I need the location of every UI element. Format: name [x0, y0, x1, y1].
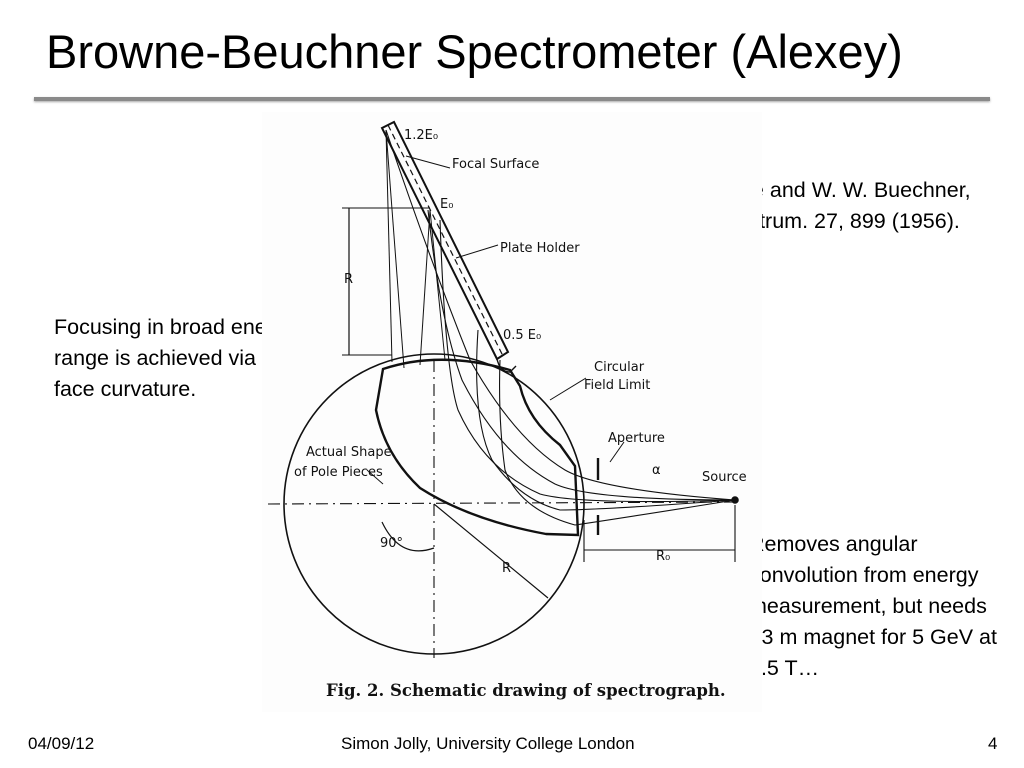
focusing-note: Focusing in broad energy range is achiev… [54, 315, 303, 401]
label-actual-shape: Actual Shape [306, 445, 392, 460]
plate-holder [380, 120, 510, 361]
label-aperture: Aperture [608, 431, 665, 446]
footer-page-number: 4 [988, 734, 998, 753]
label-90-degrees: 90° [380, 536, 403, 551]
label-0-5-e0: 0.5 E₀ [503, 328, 541, 343]
label-alpha: α [652, 463, 661, 478]
pole-piece-outline [374, 358, 580, 537]
label-of-pole-pieces: of Pole Pieces [294, 465, 383, 480]
footer-author: Simon Jolly, University College London [341, 734, 635, 753]
label-r0: R₀ [656, 549, 670, 564]
label-r-vertical: R [344, 272, 353, 287]
removes-note: Removes angular convolution from energy … [749, 532, 997, 680]
label-e0: E₀ [440, 197, 453, 212]
label-source: Source [702, 470, 747, 485]
title-divider [34, 97, 990, 101]
label-1-2-e0: 1.2E₀ [404, 128, 438, 143]
figure-caption: Fig. 2. Schematic drawing of spectrograp… [326, 681, 726, 700]
label-field-limit: Field Limit [584, 378, 650, 393]
spectrograph-diagram: 1.2E₀ Focal Surface E₀ Plate Holder R 0.… [262, 112, 762, 712]
label-r-radius: R [502, 561, 511, 576]
slide-title: Browne-Beuchner Spectrometer (Alexey) [46, 25, 903, 78]
label-circular: Circular [594, 360, 645, 375]
label-plate-holder: Plate Holder [500, 241, 580, 256]
footer-date: 04/09/12 [28, 734, 95, 753]
label-focal-surface: Focal Surface [452, 157, 539, 172]
